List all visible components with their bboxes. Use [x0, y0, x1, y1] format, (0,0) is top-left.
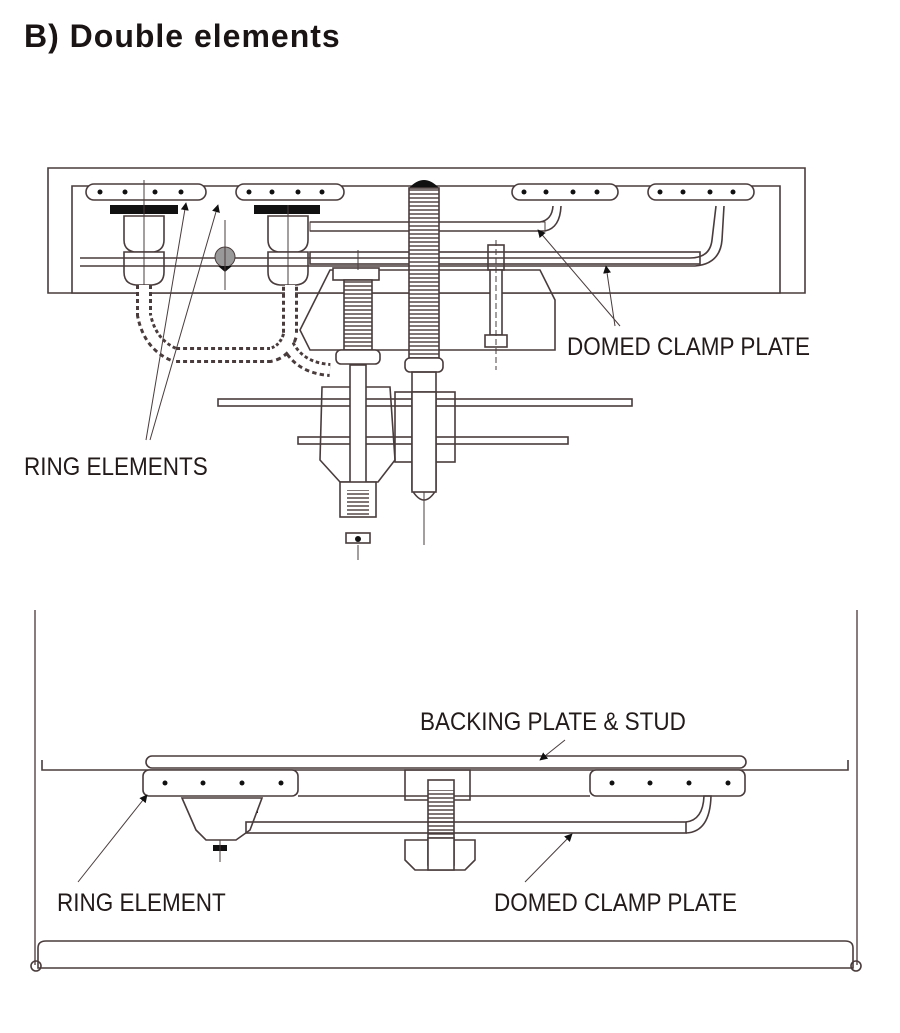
label-ring-element: RING ELEMENT — [57, 889, 226, 917]
terminal-2 — [267, 205, 309, 330]
bottom-diagram — [30, 610, 862, 972]
top-diagram — [47, 167, 806, 560]
pan-bottom — [37, 940, 854, 969]
backing-plate — [145, 755, 747, 769]
left-stud — [332, 250, 381, 365]
label-backing-plate-stud: BACKING PLATE & STUD — [420, 708, 686, 736]
terminal-bottom — [180, 797, 264, 862]
terminal-1 — [123, 180, 165, 330]
diagram-title: B) Double elements — [24, 18, 341, 54]
lead-wire — [136, 285, 331, 377]
ring-elements-leader-1 — [145, 202, 189, 441]
ring-element-top-left — [85, 183, 207, 201]
label-domed-clamp-plate-bottom: DOMED CLAMP PLATE — [494, 889, 737, 917]
ring-element-leader — [77, 794, 148, 883]
small-bolt — [484, 240, 508, 370]
bushing-assembly — [319, 364, 456, 560]
domed-clamp-leader-2 — [603, 265, 616, 327]
terminal-cap-2 — [254, 205, 320, 214]
ring-element-top-right-2 — [647, 183, 755, 201]
ring-elements-leader-2 — [149, 204, 220, 441]
ring-element-bottom-right — [589, 769, 746, 797]
backing-plate-leader — [539, 739, 566, 761]
label-domed-clamp-plate-top: DOMED CLAMP PLATE — [567, 333, 810, 361]
domed-clamp-bottom-leader — [524, 833, 573, 883]
domed-clamp-leader-1 — [537, 229, 621, 327]
mounting-block — [299, 269, 556, 351]
label-ring-elements: RING ELEMENTS — [24, 453, 208, 481]
ring-element-bottom-left — [142, 769, 299, 797]
bottom-center-stud — [404, 769, 476, 871]
ring-element-top-right — [511, 183, 619, 201]
domed-clamp-plate-bottom — [245, 795, 712, 834]
ring-element-top-left-2 — [235, 183, 345, 201]
